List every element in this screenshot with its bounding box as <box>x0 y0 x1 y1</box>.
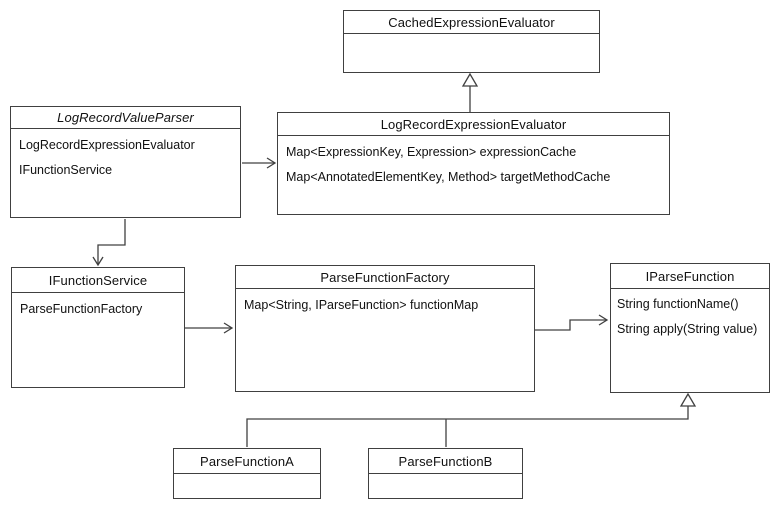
class-title: LogRecordExpressionEvaluator <box>278 113 669 136</box>
class-member: LogRecordExpressionEvaluator <box>19 138 195 152</box>
class-title: CachedExpressionEvaluator <box>344 11 599 34</box>
class-member: Map<ExpressionKey, Expression> expressio… <box>286 145 577 159</box>
association-ifunctionservice-to-parsefunctionfactory <box>185 322 234 334</box>
class-body <box>369 474 522 482</box>
class-body <box>344 34 599 42</box>
class-body: Map<ExpressionKey, Expression> expressio… <box>278 136 669 194</box>
class-member: String functionName() <box>617 297 739 311</box>
class-member: IFunctionService <box>19 163 113 177</box>
class-body: String functionName() String apply(Strin… <box>611 289 769 345</box>
class-box-log-record-expression-evaluator: LogRecordExpressionEvaluator Map<Express… <box>277 112 670 215</box>
association-parsefunctionfactory-to-iparsefunction <box>535 314 609 331</box>
class-member: Map<String, IParseFunction> functionMap <box>244 298 479 312</box>
class-box-parse-function-a: ParseFunctionA <box>173 448 321 499</box>
class-box-parse-function-b: ParseFunctionB <box>368 448 523 499</box>
class-body: Map<String, IParseFunction> functionMap <box>236 289 534 322</box>
class-box-cached-expression-evaluator: CachedExpressionEvaluator <box>343 10 600 73</box>
class-title: ParseFunctionFactory <box>236 266 534 289</box>
class-box-ifunction-service: IFunctionService ParseFunctionFactory <box>11 267 185 388</box>
class-title: ParseFunctionB <box>369 449 522 474</box>
generalization-lree-to-cached <box>461 72 479 112</box>
class-title: IFunctionService <box>12 268 184 293</box>
class-box-parse-function-factory: ParseFunctionFactory Map<String, IParseF… <box>235 265 535 392</box>
class-title: LogRecordValueParser <box>11 107 240 129</box>
association-lrvp-to-ifunctionservice <box>92 219 126 267</box>
class-member: ParseFunctionFactory <box>20 302 143 316</box>
class-member: Map<AnnotatedElementKey, Method> targetM… <box>286 170 611 184</box>
class-box-log-record-value-parser: LogRecordValueParser LogRecordExpression… <box>10 106 241 218</box>
class-body: ParseFunctionFactory <box>12 293 184 326</box>
generalization-parsefunctions-to-iparsefunction <box>246 392 697 447</box>
association-lrvp-to-lree <box>242 157 277 169</box>
class-box-iparse-function: IParseFunction String functionName() Str… <box>610 263 770 393</box>
class-body: LogRecordExpressionEvaluator IFunctionSe… <box>11 129 240 187</box>
class-title: IParseFunction <box>611 264 769 289</box>
class-title: ParseFunctionA <box>174 449 320 474</box>
class-member: String apply(String value) <box>617 322 758 336</box>
class-body <box>174 474 320 482</box>
